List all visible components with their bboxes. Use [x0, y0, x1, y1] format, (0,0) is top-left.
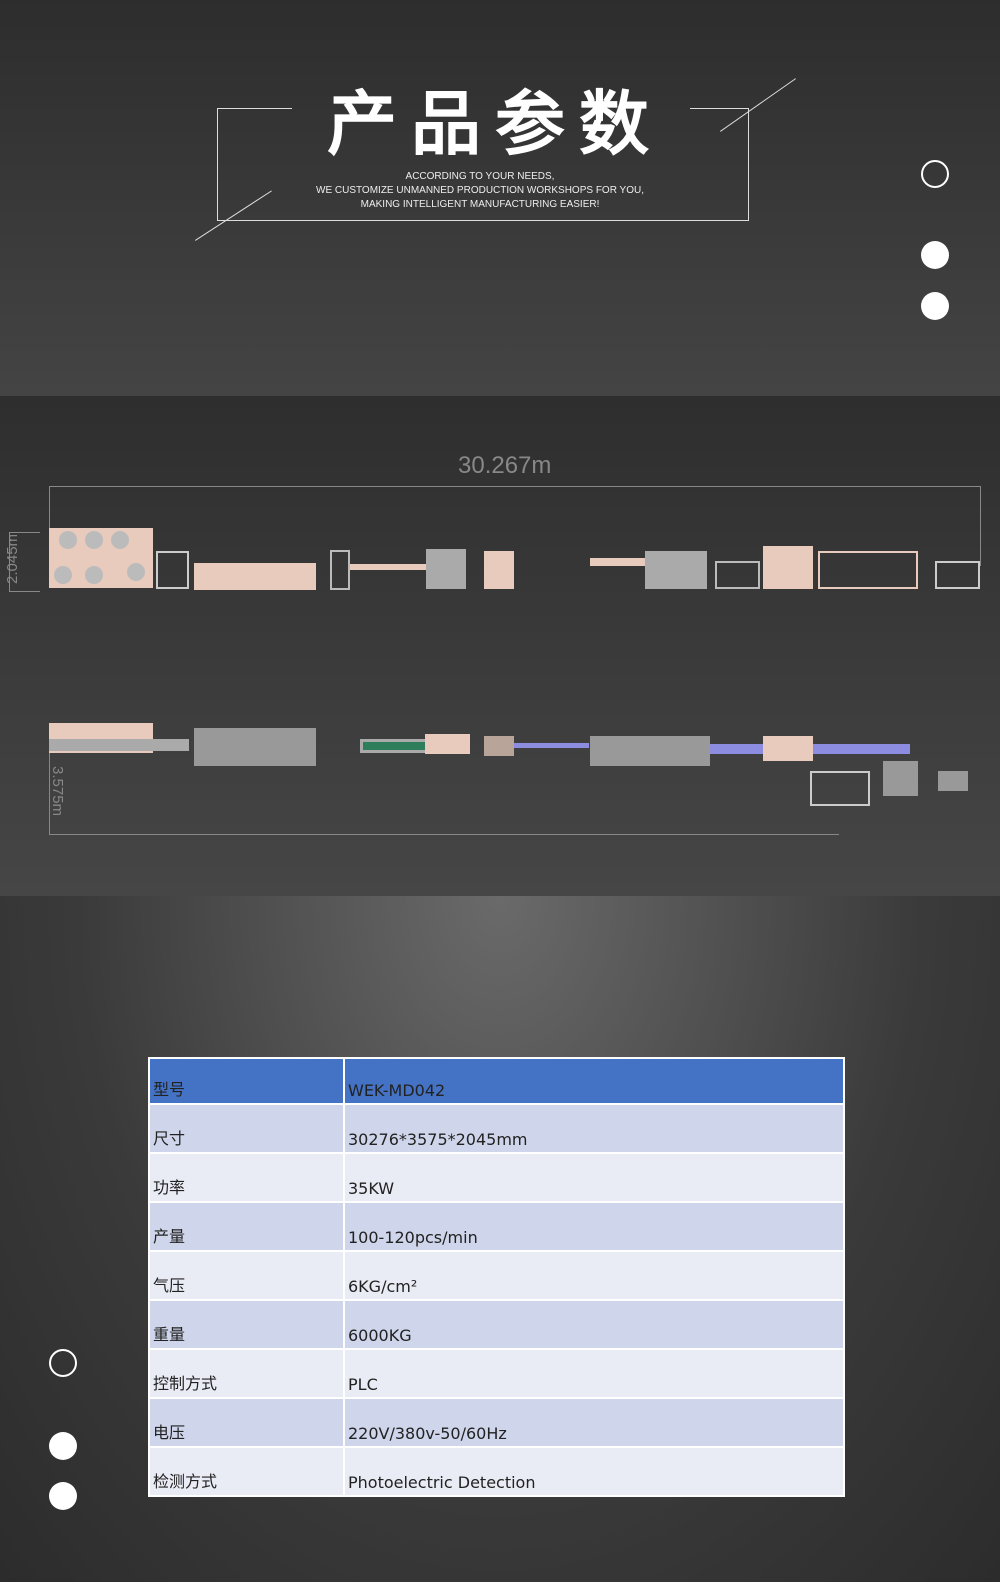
material-roll-icon	[59, 531, 77, 549]
length-dimension-line	[49, 486, 981, 566]
decor-dot-icon	[921, 241, 949, 269]
spec-label: 尺寸	[150, 1105, 343, 1152]
spec-label: 重量	[150, 1301, 343, 1348]
spec-label: 检测方式	[150, 1448, 343, 1495]
frame-line	[217, 108, 292, 109]
frame-unit	[715, 561, 760, 589]
height-label: 2.045m	[4, 533, 21, 584]
spec-label: 气压	[150, 1252, 343, 1299]
length-label: 30.267m	[458, 452, 552, 479]
packing-machine-plan	[590, 736, 710, 766]
decor-circle-icon	[49, 1349, 77, 1377]
machine-plan	[425, 734, 470, 754]
spec-value: 6000KG	[345, 1301, 843, 1348]
spec-value: 35KW	[345, 1154, 843, 1201]
subtitle-line: ACCORDING TO YOUR NEEDS,	[405, 171, 555, 182]
welding-unit	[426, 549, 466, 589]
decor-dot-icon	[49, 1482, 77, 1510]
machine-unit	[484, 551, 514, 589]
spec-label: 型号	[150, 1059, 343, 1103]
roll-array	[49, 739, 189, 751]
spec-value: PLC	[345, 1350, 843, 1397]
title-frame	[217, 108, 749, 221]
frame-line	[690, 108, 749, 109]
spec-value: 100-120pcs/min	[345, 1203, 843, 1250]
subtitle-line: WE CUSTOMIZE UNMANNED PRODUCTION WORKSHO…	[316, 185, 644, 196]
machine-plan	[883, 761, 918, 796]
frame-plan	[810, 771, 870, 806]
spec-value: 6KG/cm²	[345, 1252, 843, 1299]
layout-diagram: 30.267m 2.045m 3.575m	[0, 396, 1000, 896]
decor-dot-icon	[921, 292, 949, 320]
subtitle: ACCORDING TO YOUR NEEDS, WE CUSTOMIZE UN…	[0, 170, 960, 212]
conveyor	[590, 558, 648, 566]
decor-circle-icon	[921, 160, 949, 188]
spec-label: 控制方式	[150, 1350, 343, 1397]
height-dimension-line	[9, 532, 40, 592]
conveyor	[350, 564, 428, 570]
machine-plan	[763, 736, 813, 761]
spec-value: 220V/380v-50/60Hz	[345, 1399, 843, 1446]
spec-value: Photoelectric Detection	[345, 1448, 843, 1495]
spec-label: 功率	[150, 1154, 343, 1201]
frame-unit	[935, 561, 980, 589]
width-dimension-line	[49, 753, 839, 835]
forming-machine	[194, 563, 316, 590]
decor-dot-icon	[49, 1432, 77, 1460]
conveyor-plan	[360, 739, 430, 753]
machine-unit	[763, 546, 813, 589]
header-section: 产品参数 ACCORDING TO YOUR NEEDS, WE CUSTOMI…	[0, 0, 1000, 396]
frame-unit	[330, 550, 350, 590]
machine-unit	[818, 551, 918, 589]
spec-value: WEK-MD042	[345, 1059, 843, 1103]
spec-label: 产量	[150, 1203, 343, 1250]
machine-plan	[938, 771, 968, 791]
spec-label: 电压	[150, 1399, 343, 1446]
packing-machine	[645, 551, 707, 589]
frame-unit	[156, 551, 189, 589]
conveyor-plan	[514, 743, 589, 748]
forming-machine-plan	[194, 728, 316, 766]
machine-plan	[484, 736, 514, 756]
subtitle-line: MAKING INTELLIGENT MANUFACTURING EASIER!	[360, 199, 600, 210]
page-title: 产品参数	[327, 83, 663, 165]
spec-value: 30276*3575*2045mm	[345, 1105, 843, 1152]
width-label: 3.575m	[49, 766, 66, 817]
